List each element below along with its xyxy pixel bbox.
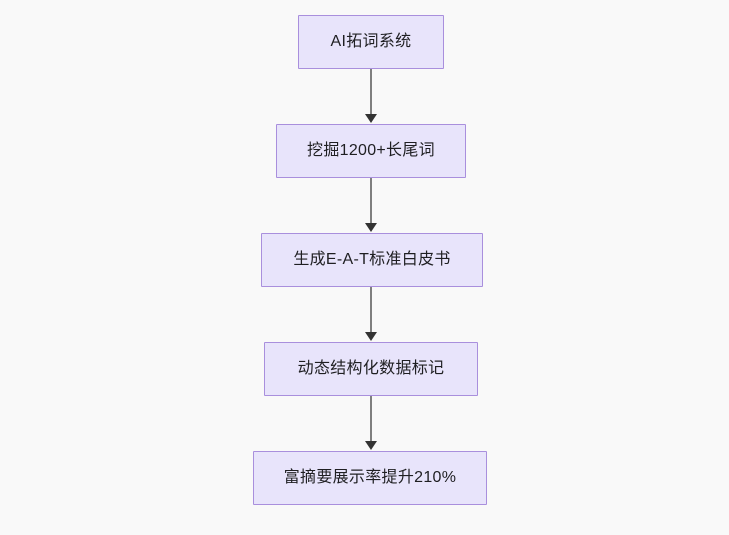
flow-edge-n3-n4 [370, 287, 372, 333]
flow-node-generate-eat-whitepaper[interactable]: 生成E-A-T标准白皮书 [261, 233, 483, 287]
flow-node-label: 动态结构化数据标记 [297, 360, 445, 378]
flow-node-label: 生成E-A-T标准白皮书 [293, 251, 451, 269]
flow-arrowhead-n1-n2 [364, 114, 377, 123]
flow-arrowhead-n3-n4 [364, 332, 377, 341]
flow-node-label: AI拓词系统 [330, 33, 412, 51]
flow-edge-n4-n5 [370, 396, 372, 442]
flow-node-rich-snippet-impression-uplift[interactable]: 富摘要展示率提升210% [253, 451, 487, 505]
flow-node-label: 挖掘1200+长尾词 [307, 142, 435, 160]
flow-node-dynamic-structured-data-markup[interactable]: 动态结构化数据标记 [264, 342, 478, 396]
flow-edge-n2-n3 [370, 178, 372, 224]
flow-edge-n1-n2 [370, 69, 372, 115]
flow-node-label: 富摘要展示率提升210% [283, 469, 457, 487]
flow-arrowhead-n4-n5 [364, 441, 377, 450]
flow-node-mine-longtail-keywords[interactable]: 挖掘1200+长尾词 [276, 124, 466, 178]
flow-arrowhead-n2-n3 [364, 223, 377, 232]
flow-node-ai-keyword-system[interactable]: AI拓词系统 [298, 15, 444, 69]
